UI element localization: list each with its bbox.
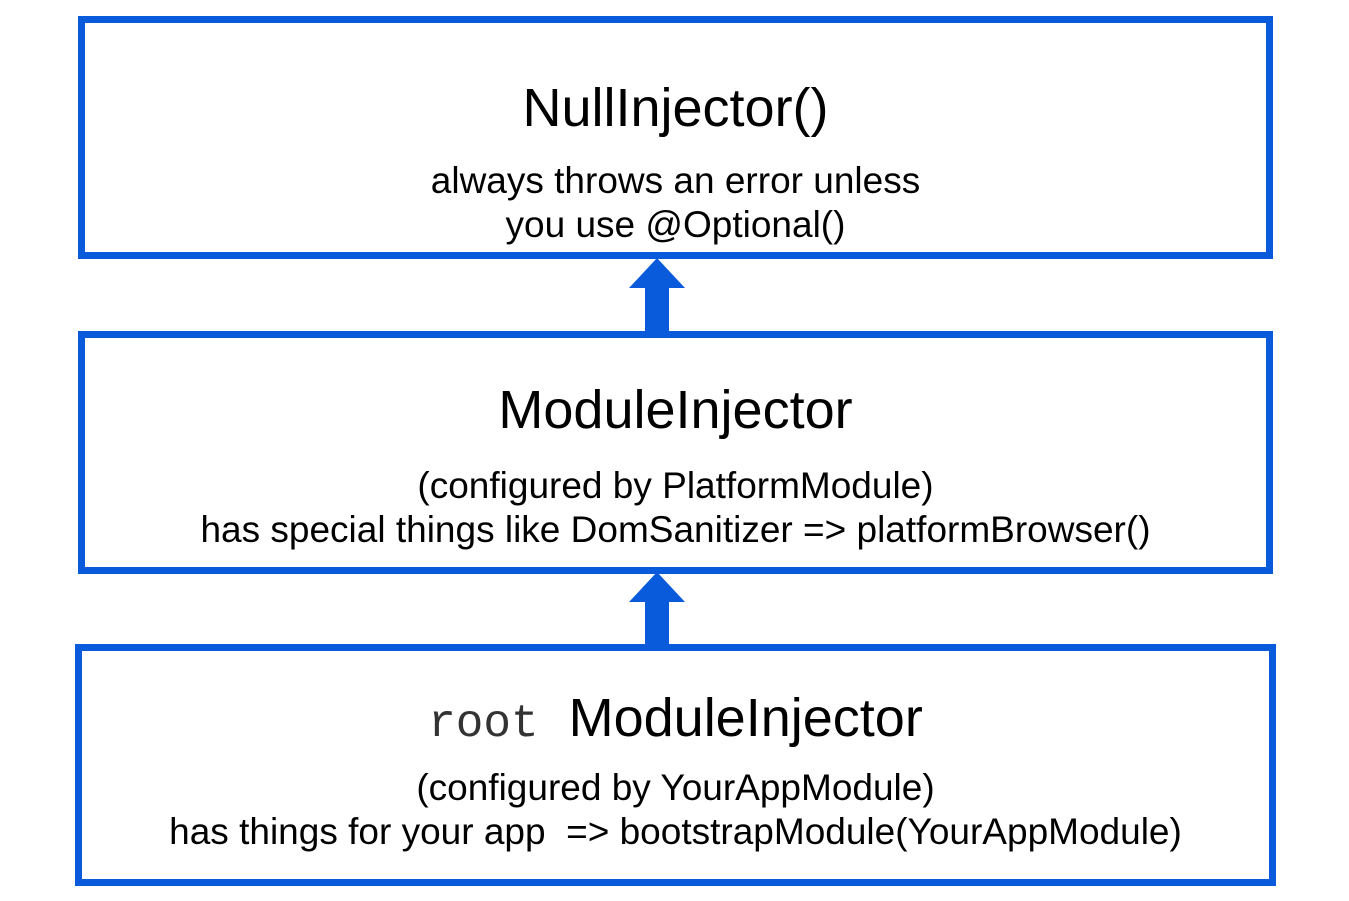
root-module-injector-desc-line-2: has things for your app => bootstrapModu…: [169, 811, 1182, 852]
arrow-up-icon: [629, 572, 685, 647]
null-injector-box: NullInjector() always throws an error un…: [78, 16, 1273, 259]
root-module-injector-description: (configured by YourAppModule) has things…: [82, 766, 1269, 854]
root-module-injector-desc-line-1: (configured by YourAppModule): [416, 767, 935, 808]
module-injector-description: (configured by PlatformModule) has speci…: [85, 464, 1266, 552]
root-module-injector-box: root ModuleInjector (configured by YourAp…: [75, 644, 1276, 886]
null-injector-desc-line-2: you use @Optional(): [505, 204, 846, 245]
null-injector-title: NullInjector(): [522, 78, 829, 138]
arrow-up-icon: [629, 258, 685, 334]
root-keyword: root: [428, 698, 539, 750]
module-injector-title: ModuleInjector: [498, 380, 853, 440]
root-module-injector-title: root ModuleInjector: [82, 691, 1269, 747]
module-injector-desc-line-1: (configured by PlatformModule): [417, 465, 934, 506]
root-module-injector-name: ModuleInjector: [568, 688, 923, 748]
null-injector-desc-line-1: always throws an error unless: [430, 160, 921, 201]
null-injector-description: always throws an error unless you use @O…: [85, 159, 1266, 247]
module-injector-box: ModuleInjector (configured by PlatformMo…: [78, 331, 1273, 574]
module-injector-desc-line-2: has special things like DomSanitizer => …: [200, 509, 1151, 550]
